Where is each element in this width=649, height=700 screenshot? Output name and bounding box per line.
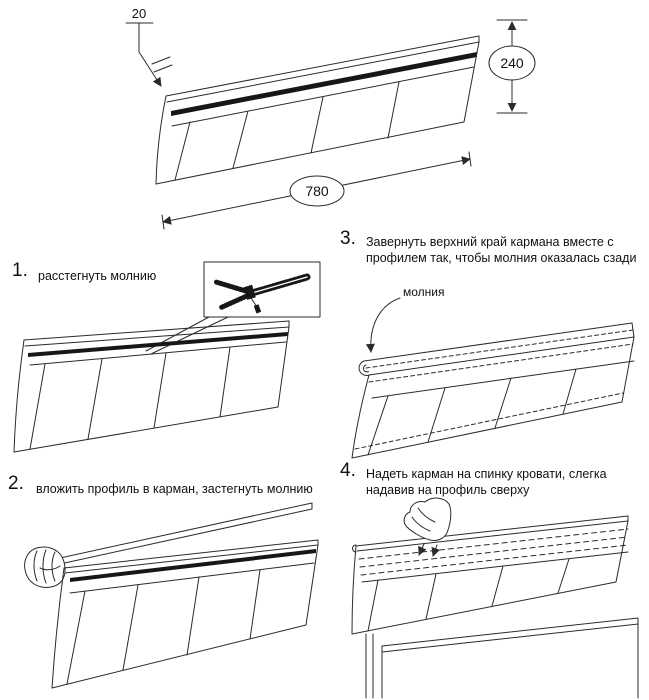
step-3-caption: Завернуть верхний край кармана вместе с … [366,235,637,266]
zipper-detail-inset [203,261,321,318]
step-4-caption: Надеть карман на спинку кровати, слегка … [366,467,607,498]
zipper-strip [171,52,477,116]
press-arrow [431,544,440,557]
step-2-number: 2. [8,473,24,494]
hand-illustration [24,546,66,588]
rolled-edge-end [358,360,370,376]
zipper-label: молния [403,285,445,299]
dimension-offset-label: 20 [132,6,146,21]
bed-frame [365,617,639,699]
dimension-height: 240 [488,19,536,114]
dimensioned-panel-drawing: 20 240 780 [125,6,536,230]
step-1-illustration [13,261,321,453]
open-pocket-slot [70,549,316,582]
zipper-strip [28,332,288,357]
pressing-hand-illustration [403,497,452,557]
dimension-offset: 20 [125,6,173,87]
dimension-width-label: 780 [305,183,329,199]
step-3-number: 3. [340,228,356,249]
profile-bar [59,502,313,559]
zipper-icon [213,273,311,314]
zipper-label-leader [365,297,401,353]
dimension-width: 780 [161,151,472,230]
step-1-caption: расстегнуть молнию [38,269,157,283]
step-1-number: 1. [12,260,28,281]
step-4-number: 4. [340,460,356,481]
press-arrow [418,543,427,556]
dimension-height-label: 240 [500,55,524,71]
step-4-illustration [351,497,639,699]
step-2-illustration [24,502,319,689]
step-2-caption: вложить профиль в карман, застегнуть мол… [36,482,313,496]
step-3-illustration: молния [351,285,635,459]
